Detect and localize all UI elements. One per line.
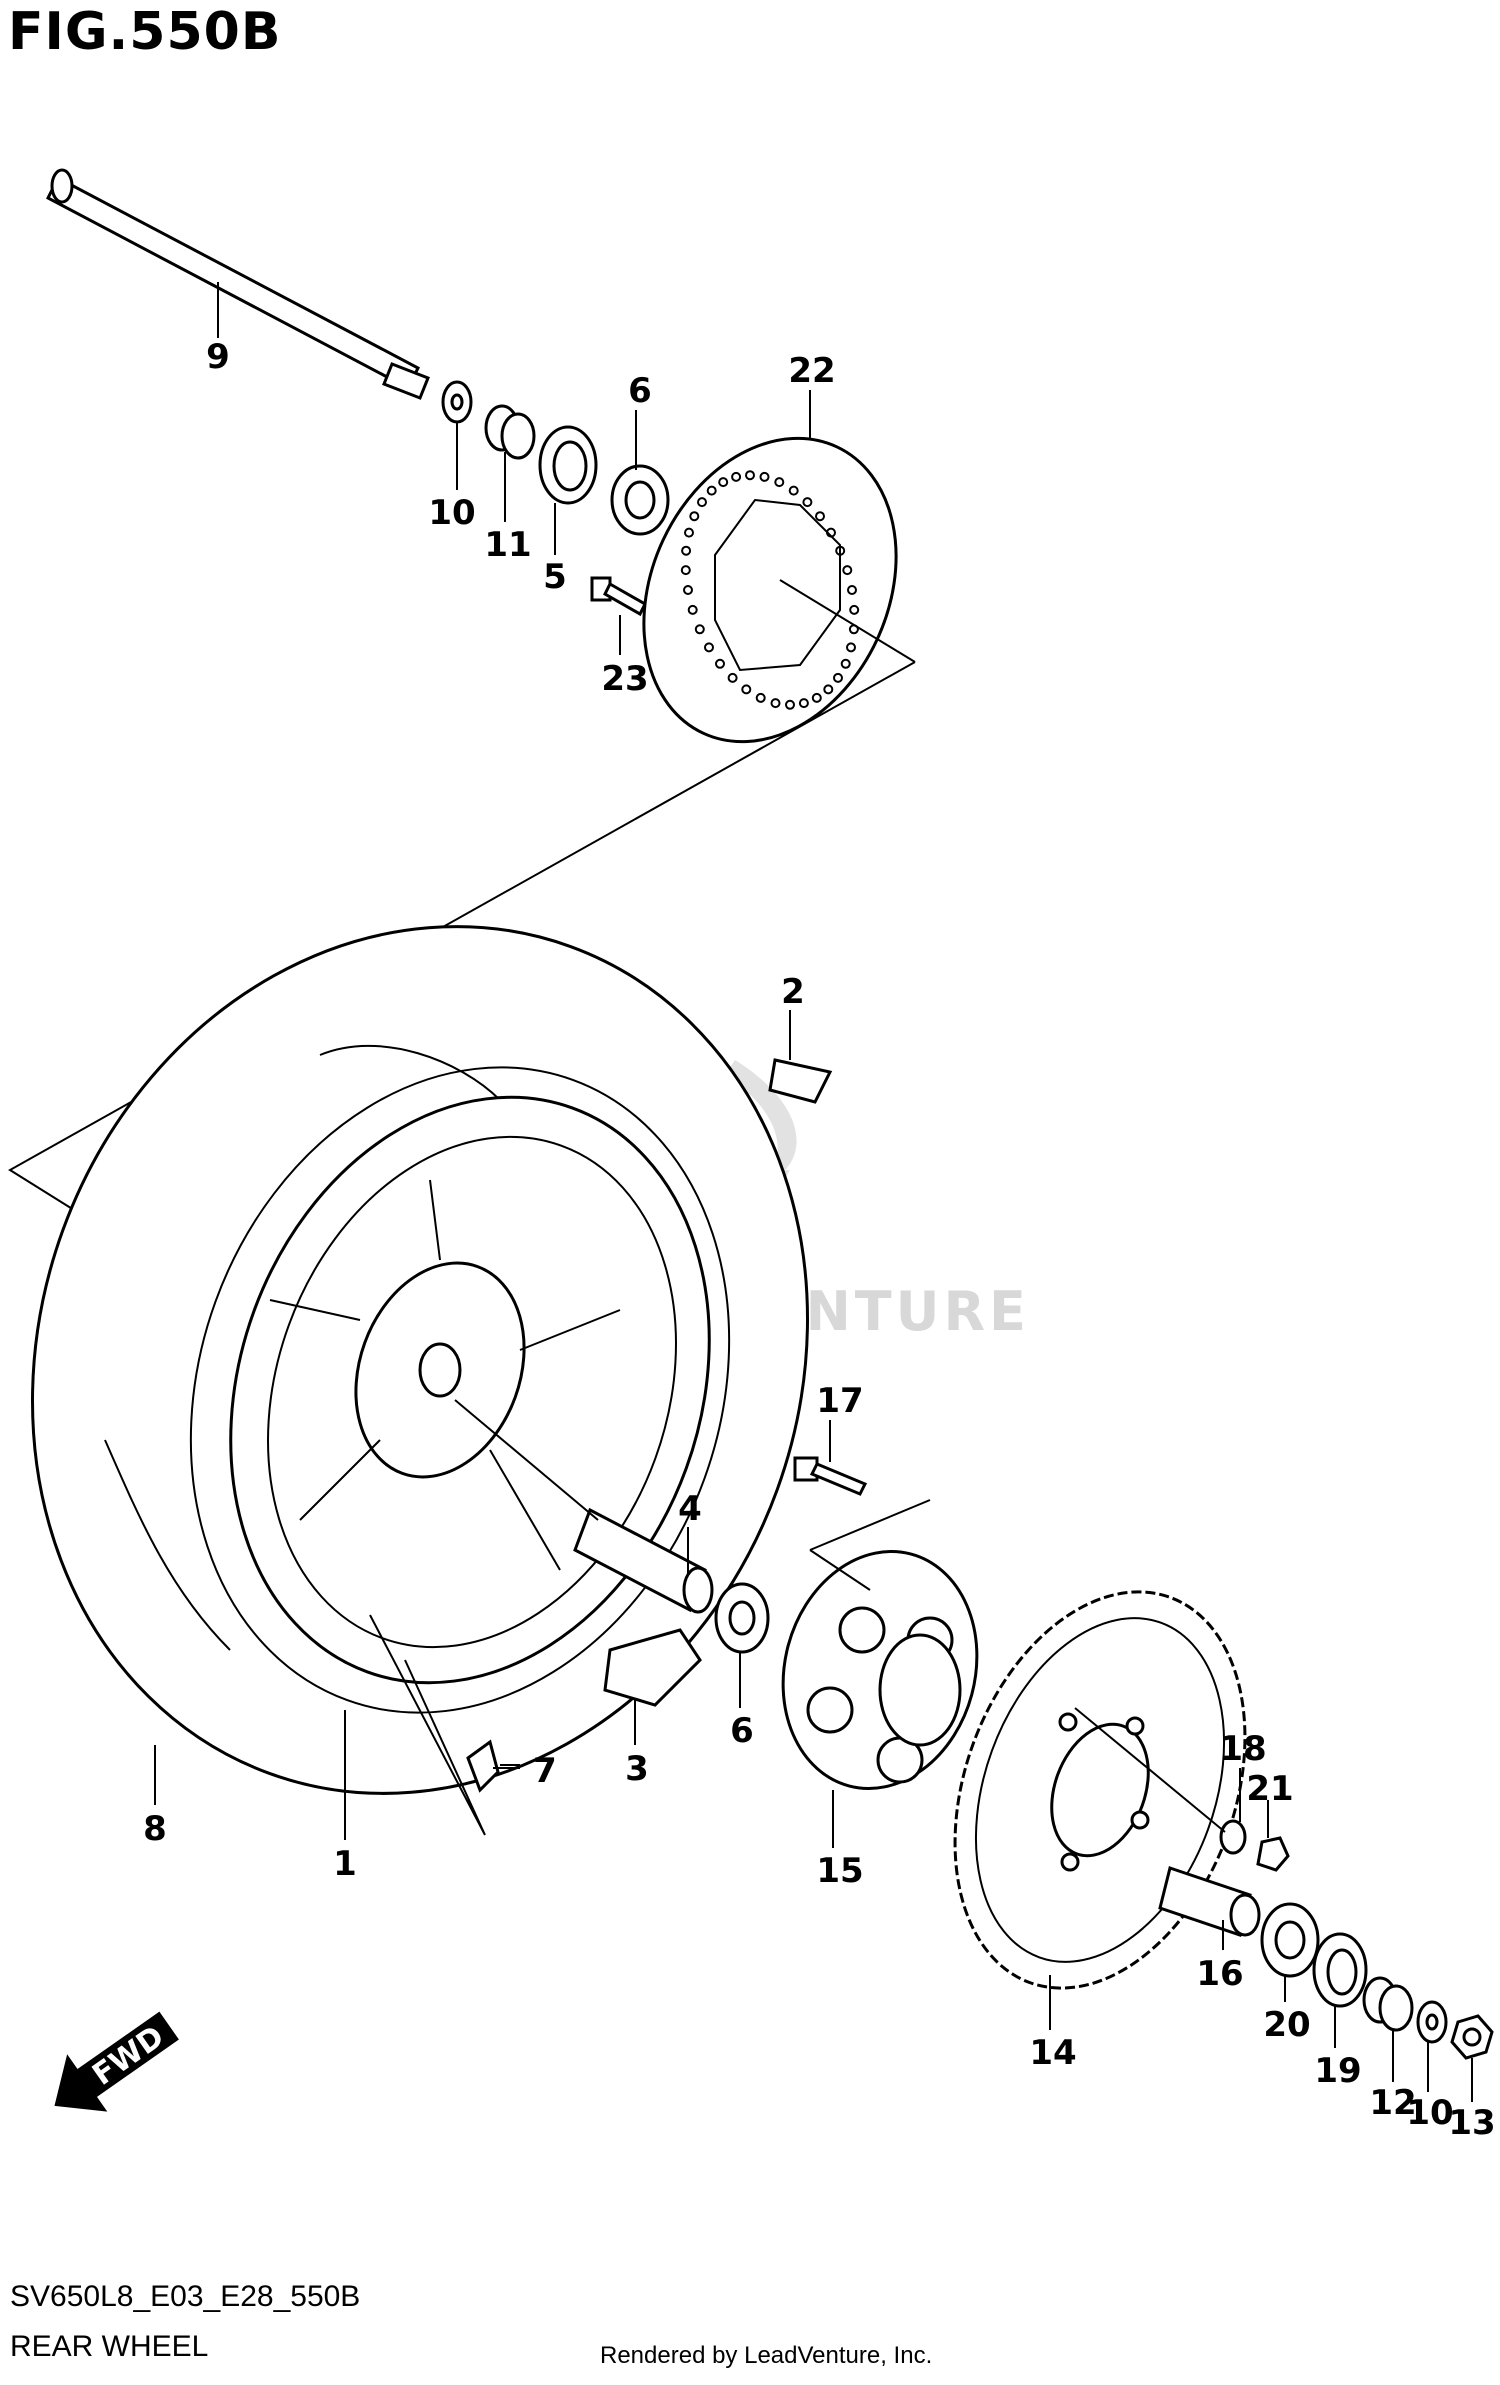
disc-hole: [727, 672, 738, 683]
disc-hole: [811, 692, 822, 703]
spacer-part-12: [1362, 1976, 1414, 2032]
disc-hole: [718, 477, 729, 488]
callout-21: 21: [1246, 1769, 1293, 1809]
callout-12: 12: [1369, 2083, 1416, 2123]
washer-part-10-lower: [1416, 2000, 1448, 2044]
disc-hole: [694, 624, 705, 635]
leader-lines: [154, 282, 1473, 2102]
disc-hole: [687, 604, 698, 615]
collar-part-4: [573, 1507, 714, 1614]
washer-part-18: [1219, 1819, 1247, 1855]
balance-weight-part-2: [768, 1058, 833, 1104]
callout-20: 20: [1263, 2005, 1310, 2045]
callout-19: 19: [1314, 2051, 1361, 2091]
disc-hole: [846, 642, 856, 653]
callout-labels: 9 10 11 5 6 23 22 2 17 4 6 3 7 8 1 15 18…: [143, 337, 1496, 2143]
nut-part-21: [1256, 1836, 1290, 1872]
disc-hole: [770, 698, 781, 709]
assembly-line: [8, 661, 916, 1221]
callout-10-upper: 10: [428, 493, 475, 533]
callout-18: 18: [1219, 1729, 1266, 1769]
disc-hole: [706, 485, 717, 496]
callout-22: 22: [788, 351, 835, 391]
disc-hole: [681, 545, 692, 556]
disc-hole: [785, 699, 795, 710]
disc-hole: [715, 658, 725, 669]
valve-part-7: [466, 1739, 520, 1793]
disc-hole: [798, 698, 809, 709]
render-credit: Rendered by LeadVenture, Inc.: [600, 2342, 933, 2369]
disc-hole: [788, 485, 799, 496]
disc-hole: [826, 527, 836, 538]
callout-13: 13: [1448, 2103, 1495, 2143]
spacer-part-16: [1158, 1866, 1261, 1937]
fwd-arrow-icon: FWD: [54, 2011, 179, 2112]
axle-part-9: [46, 168, 430, 400]
callout-2: 2: [781, 972, 805, 1012]
callout-7: 7: [533, 1751, 557, 1791]
callout-9: 9: [206, 337, 230, 377]
damper-part-3: [603, 1628, 702, 1707]
callout-5: 5: [543, 557, 567, 597]
callout-23: 23: [601, 659, 648, 699]
nut-part-13: [1450, 2014, 1494, 2060]
figure-title: FIG.550B: [8, 2, 282, 62]
sprocket-drum-part-15: [781, 1550, 979, 1790]
oil-seal-part-5: [538, 425, 598, 505]
disc-hole: [774, 477, 785, 488]
bearing-part-6-lower: [714, 1582, 770, 1654]
disc-hole: [697, 497, 707, 508]
disc-hole: [745, 470, 755, 481]
spacer-part-11: [484, 404, 536, 460]
callout-6-lower: 6: [730, 1711, 754, 1751]
callout-6-upper: 6: [628, 371, 652, 411]
disc-hole: [842, 565, 853, 576]
bolt-part-23: [590, 576, 647, 617]
fwd-label: FWD: [86, 2019, 170, 2093]
callout-10-lower: 10: [1406, 2093, 1453, 2133]
callout-17: 17: [816, 1381, 863, 1421]
disc-hole: [849, 604, 860, 615]
oil-seal-part-19: [1312, 1932, 1368, 2008]
callout-4: 4: [678, 1489, 702, 1529]
disc-hole: [680, 565, 691, 576]
disc-hole: [823, 684, 834, 695]
callout-3: 3: [625, 1749, 649, 1789]
brake-disc-part-22: [642, 436, 898, 744]
callout-11: 11: [484, 525, 531, 565]
disc-hole: [759, 471, 770, 482]
callout-8: 8: [143, 1809, 167, 1849]
bolt-part-17: [793, 1456, 868, 1496]
disc-hole: [840, 658, 851, 669]
model-code: SV650L8_E03_E28_550B: [10, 2280, 361, 2313]
disc-hole: [833, 672, 843, 683]
callout-14: 14: [1029, 2033, 1076, 2073]
disc-holes: [680, 470, 860, 710]
disc-hole: [847, 585, 857, 595]
disc-hole: [689, 511, 700, 522]
disc-hole: [802, 497, 813, 508]
disc-hole: [835, 545, 846, 556]
callout-1: 1: [333, 1844, 357, 1884]
disc-hole: [815, 511, 825, 522]
section-name: REAR WHEEL: [10, 2330, 209, 2363]
disc-hole: [741, 684, 752, 695]
disc-hole: [731, 471, 742, 482]
disc-hole: [684, 527, 694, 538]
disc-hole: [683, 585, 693, 595]
bearing-part-6-upper: [610, 464, 670, 536]
callout-15: 15: [816, 1851, 863, 1891]
disc-hole: [704, 642, 714, 653]
callout-16: 16: [1196, 1954, 1243, 1994]
bearing-part-20: [1260, 1902, 1320, 1978]
disc-hole: [755, 692, 766, 703]
